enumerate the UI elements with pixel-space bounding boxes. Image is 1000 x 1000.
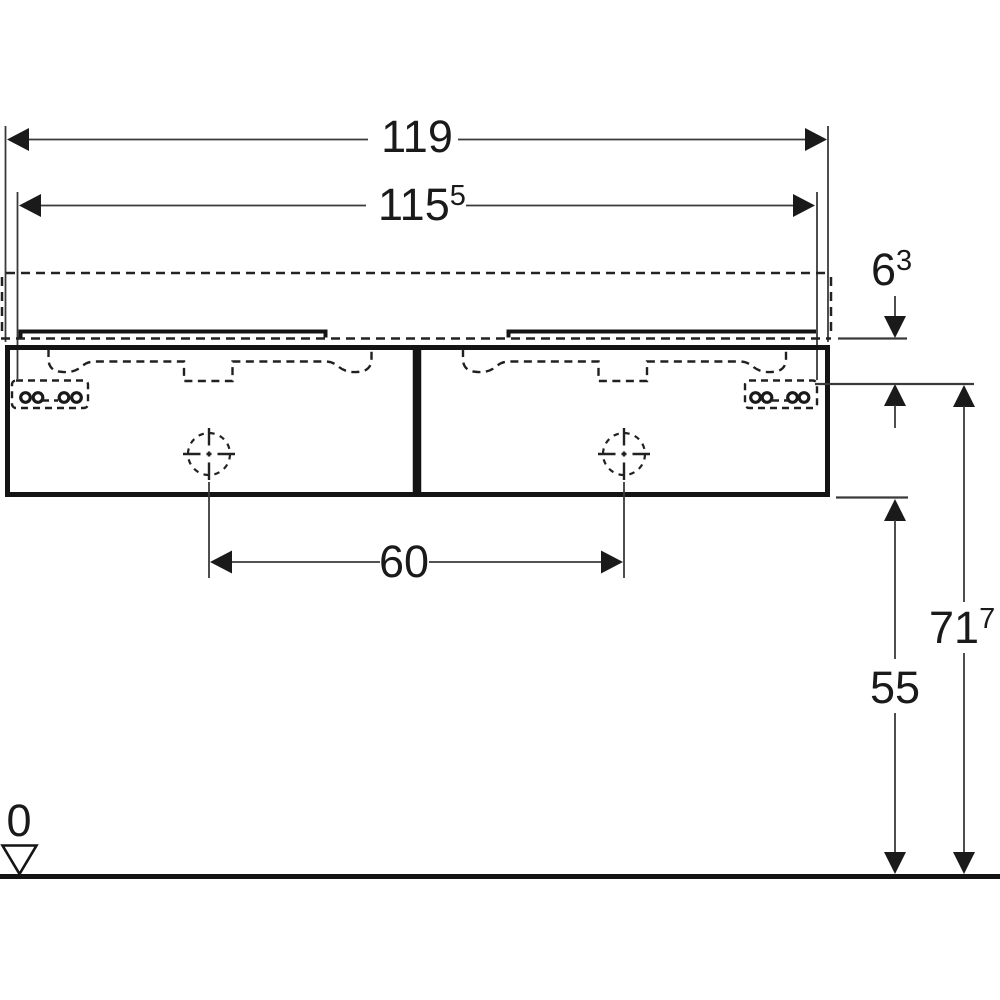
hole	[749, 391, 762, 404]
dimension-115-5: 1155	[16, 179, 818, 380]
arrowhead-up	[884, 499, 906, 521]
arrowhead-up	[884, 384, 906, 406]
dimension-6-3: 63	[815, 244, 974, 428]
arrowhead-left	[19, 194, 41, 217]
right-basin-underside-outline	[461, 349, 788, 383]
arrowhead-right	[601, 550, 623, 574]
datum-zero-marker: 0	[0, 795, 39, 877]
left-drill-marker	[183, 428, 235, 480]
arrowhead-down	[884, 316, 906, 338]
dimension-71-7: 717	[929, 385, 995, 874]
dimension-60: 60	[208, 482, 625, 587]
datum-triangle-icon	[0, 844, 39, 877]
dimension-label-6-3: 63	[871, 244, 912, 295]
right-rim-edge	[506, 329, 816, 338]
left-rim-edge	[18, 329, 328, 338]
left-fixing-holes	[10, 379, 90, 410]
arrowhead-down	[953, 852, 975, 874]
arrowhead-right	[793, 194, 815, 217]
hole	[70, 391, 83, 404]
left-basin-underside-outline	[47, 349, 373, 383]
hole	[57, 391, 71, 404]
right-fixing-holes	[743, 379, 819, 410]
dimension-55: 55	[836, 496, 920, 874]
washbasin-hidden-outline	[0, 271, 833, 340]
datum-label-0: 0	[6, 795, 31, 846]
arrowhead-left	[7, 128, 29, 151]
hole	[19, 391, 32, 404]
dimension-label-115-5: 1155	[378, 179, 466, 230]
dimension-119: 119	[4, 111, 829, 342]
left-basin-contour	[47, 349, 373, 383]
hole	[760, 391, 774, 404]
arrowhead-left	[210, 550, 232, 574]
cabinet-outline	[5, 345, 830, 497]
dimension-label-60: 60	[379, 536, 429, 587]
hole	[786, 391, 799, 404]
right-drill-marker	[598, 428, 650, 480]
arrowhead-up	[953, 385, 975, 407]
right-basin-contour	[461, 349, 788, 383]
cabinet-body	[5, 345, 830, 497]
hole	[797, 391, 811, 404]
arrowhead-right	[805, 128, 827, 151]
washbasin-front-rims	[18, 329, 816, 338]
arrowhead-down	[884, 852, 906, 874]
dimension-label-119: 119	[381, 111, 453, 162]
dimension-label-71-7: 717	[929, 602, 995, 653]
dimension-label-55: 55	[870, 662, 920, 713]
holes-dashed-box	[10, 379, 90, 410]
hole	[31, 391, 45, 404]
